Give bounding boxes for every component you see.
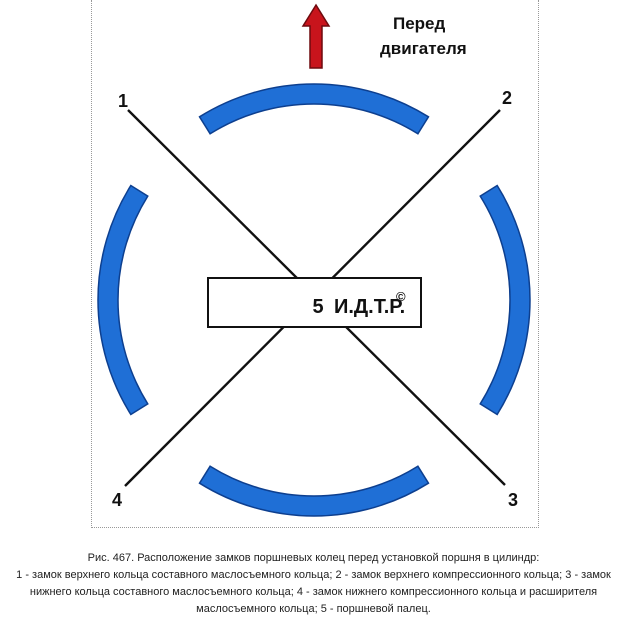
caption-line-1: Рис. 467. Расположение замков поршневых … bbox=[87, 552, 540, 564]
ring-segment-right bbox=[479, 184, 531, 416]
caption-line-2: 1 - замок верхнего кольца составного мас… bbox=[16, 569, 611, 581]
caption-line-4: маслосъемного кольца; 5 - поршневой пале… bbox=[196, 603, 431, 615]
label-lock-3: 3 bbox=[508, 490, 518, 510]
ring-segments bbox=[97, 83, 531, 517]
piston-ring-diagram: 5 И.Д.Т.Р. © 1 2 3 4 Перед двигателя bbox=[97, 3, 531, 517]
label-lock-4: 4 bbox=[112, 490, 122, 510]
caption-line-3: нижнего кольца составного маслосъемного … bbox=[29, 586, 598, 598]
up-arrow-icon bbox=[301, 3, 331, 69]
pin-text: И.Д.Т.Р. bbox=[334, 296, 405, 318]
label-lock-2: 2 bbox=[502, 88, 512, 108]
ring-segment-top bbox=[198, 83, 430, 135]
pin-number: 5 bbox=[312, 296, 323, 318]
direction-label-line1: Перед bbox=[393, 14, 446, 33]
ring-segment-bottom bbox=[198, 465, 430, 517]
piston-pin-box bbox=[207, 277, 422, 328]
ring-segment-left bbox=[97, 184, 149, 416]
figure-frame bbox=[91, 0, 539, 528]
pin-mark: © bbox=[396, 289, 406, 304]
label-lock-1: 1 bbox=[118, 91, 128, 111]
figure-caption: Рис. 467. Расположение замков поршневых … bbox=[0, 550, 627, 618]
direction-label-line2: двигателя bbox=[380, 39, 467, 58]
